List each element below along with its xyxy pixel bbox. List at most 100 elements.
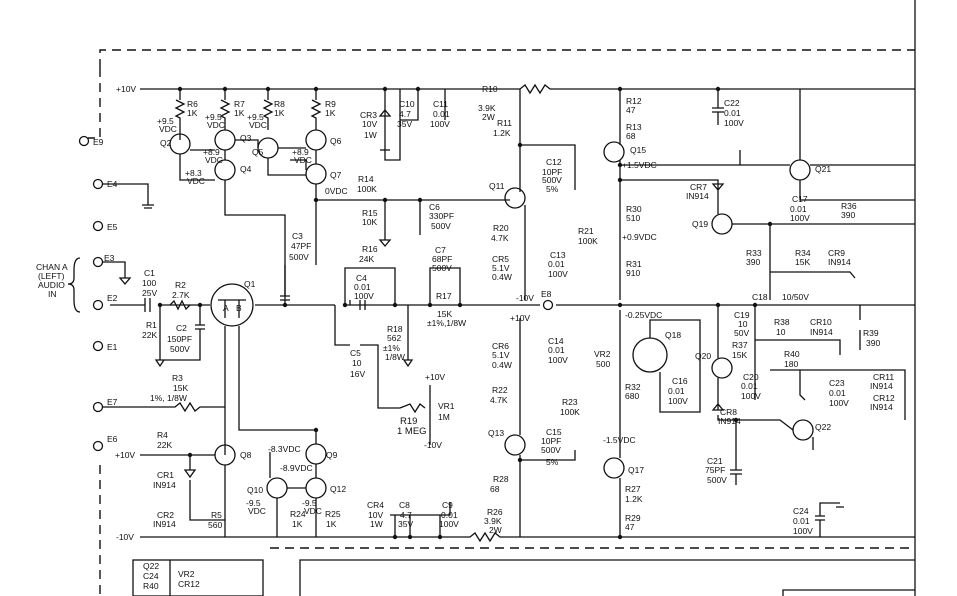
- transistor-q10: Q10: [247, 477, 288, 499]
- svg-text:68: 68: [626, 131, 636, 141]
- svg-text:100K: 100K: [357, 184, 377, 194]
- svg-text:IN914: IN914: [810, 327, 833, 337]
- svg-text:R34: R34: [795, 248, 811, 258]
- terminal-e6: E6: [92, 434, 118, 452]
- svg-text:R13: R13: [626, 122, 642, 132]
- svg-text:R15: R15: [362, 208, 378, 218]
- svg-text:500V: 500V: [289, 252, 309, 262]
- svg-text:68PF: 68PF: [432, 254, 452, 264]
- svg-text:+10V: +10V: [115, 450, 135, 460]
- svg-text:22K: 22K: [142, 330, 157, 340]
- transistor-q1: A B Q1: [210, 279, 256, 327]
- svg-text:R33: R33: [746, 248, 762, 258]
- svg-text:+9.5: +9.5: [247, 112, 264, 122]
- svg-text:Q9: Q9: [326, 450, 338, 460]
- terminal-e7: E7: [92, 397, 118, 413]
- terminal-e1: E1: [92, 340, 118, 352]
- terminal-e2: E2: [92, 293, 118, 311]
- svg-text:1W: 1W: [364, 130, 377, 140]
- svg-text:Q4: Q4: [240, 164, 252, 174]
- svg-text:4.7K: 4.7K: [491, 233, 509, 243]
- svg-text:IN914: IN914: [686, 191, 709, 201]
- parts-table: Q22 C24 R40 VR2 CR12: [132, 559, 264, 596]
- svg-text:1K: 1K: [274, 108, 285, 118]
- svg-text:R24: R24: [290, 509, 306, 519]
- svg-text:R20: R20: [493, 223, 509, 233]
- svg-text:C23: C23: [829, 378, 845, 388]
- svg-text:Q2: Q2: [160, 138, 172, 148]
- svg-text:2W: 2W: [482, 112, 495, 122]
- svg-text:CR5: CR5: [492, 254, 509, 264]
- svg-text:500V: 500V: [432, 263, 452, 273]
- svg-text:3.9K: 3.9K: [478, 103, 496, 113]
- transistor-q6: Q6: [305, 129, 342, 151]
- svg-text:(LEFT): (LEFT): [38, 271, 65, 281]
- transistor-q9: Q9: [305, 443, 338, 465]
- svg-text:+10V: +10V: [425, 372, 445, 382]
- svg-text:100V: 100V: [430, 119, 450, 129]
- svg-text:AUDIO: AUDIO: [38, 280, 65, 290]
- svg-text:R25: R25: [325, 509, 341, 519]
- svg-text:500V: 500V: [707, 475, 727, 485]
- svg-text:560: 560: [208, 520, 222, 530]
- svg-text:15K: 15K: [437, 309, 452, 319]
- svg-text:1K: 1K: [325, 108, 336, 118]
- svg-text:VDC: VDC: [159, 124, 177, 134]
- svg-text:-9.5: -9.5: [302, 498, 317, 508]
- svg-text:35V: 35V: [397, 119, 412, 129]
- svg-text:1.2K: 1.2K: [493, 128, 511, 138]
- svg-text:R6: R6: [187, 99, 198, 109]
- svg-text:VDC: VDC: [249, 120, 267, 130]
- svg-text:Q17: Q17: [628, 465, 644, 475]
- svg-text:1K: 1K: [234, 108, 245, 118]
- svg-text:Q7: Q7: [330, 170, 342, 180]
- transistor-q12: Q11: [489, 181, 526, 209]
- svg-text:R11: R11: [497, 118, 512, 128]
- svg-text:CR2: CR2: [157, 510, 174, 520]
- svg-text:C19: C19: [734, 310, 750, 320]
- svg-text:R16: R16: [362, 244, 378, 254]
- svg-text:4.7: 4.7: [399, 109, 411, 119]
- svg-text:Q8: Q8: [240, 450, 252, 460]
- svg-text:VR2: VR2: [594, 349, 611, 359]
- svg-text:C7: C7: [435, 245, 446, 255]
- svg-text:2.7K: 2.7K: [172, 290, 190, 300]
- svg-text:R27: R27: [625, 484, 641, 494]
- svg-text:E6: E6: [107, 434, 118, 444]
- svg-text:100V: 100V: [439, 519, 459, 529]
- svg-text:10K: 10K: [362, 217, 377, 227]
- svg-text:15K: 15K: [732, 350, 747, 360]
- svg-text:3.9K: 3.9K: [484, 516, 502, 526]
- svg-text:R30: R30: [626, 204, 642, 214]
- svg-text:-9.5: -9.5: [246, 498, 261, 508]
- svg-text:VR2: VR2: [178, 569, 195, 579]
- svg-text:CR10: CR10: [810, 317, 832, 327]
- svg-text:CR6: CR6: [492, 341, 509, 351]
- svg-text:5.1V: 5.1V: [492, 350, 510, 360]
- svg-text:R22: R22: [492, 385, 508, 395]
- svg-text:IN914: IN914: [828, 257, 851, 267]
- transistor-q18: Q18: [632, 330, 681, 373]
- svg-text:15K: 15K: [173, 383, 188, 393]
- svg-text:IN914: IN914: [153, 519, 176, 529]
- svg-text:100V: 100V: [548, 269, 568, 279]
- svg-text:Q10: Q10: [247, 485, 263, 495]
- svg-text:10V: 10V: [362, 119, 377, 129]
- svg-text:E7: E7: [107, 397, 118, 407]
- svg-text:0.01: 0.01: [724, 108, 741, 118]
- svg-text:1K: 1K: [187, 108, 198, 118]
- svg-text:330PF: 330PF: [429, 211, 454, 221]
- terminal-e5: E5: [92, 220, 118, 232]
- svg-text:100: 100: [142, 278, 156, 288]
- svg-text:C20: C20: [743, 372, 759, 382]
- svg-text:R36: R36: [841, 201, 857, 211]
- svg-text:5%: 5%: [546, 184, 559, 194]
- svg-text:+9.5: +9.5: [205, 112, 222, 122]
- svg-text:68: 68: [490, 484, 500, 494]
- svg-text:C22: C22: [724, 98, 740, 108]
- svg-text:R28: R28: [493, 474, 509, 484]
- svg-text:-8.9VDC: -8.9VDC: [280, 463, 313, 473]
- svg-text:CR9: CR9: [828, 248, 845, 258]
- svg-text:0.01: 0.01: [441, 510, 458, 520]
- svg-text:R5: R5: [211, 510, 222, 520]
